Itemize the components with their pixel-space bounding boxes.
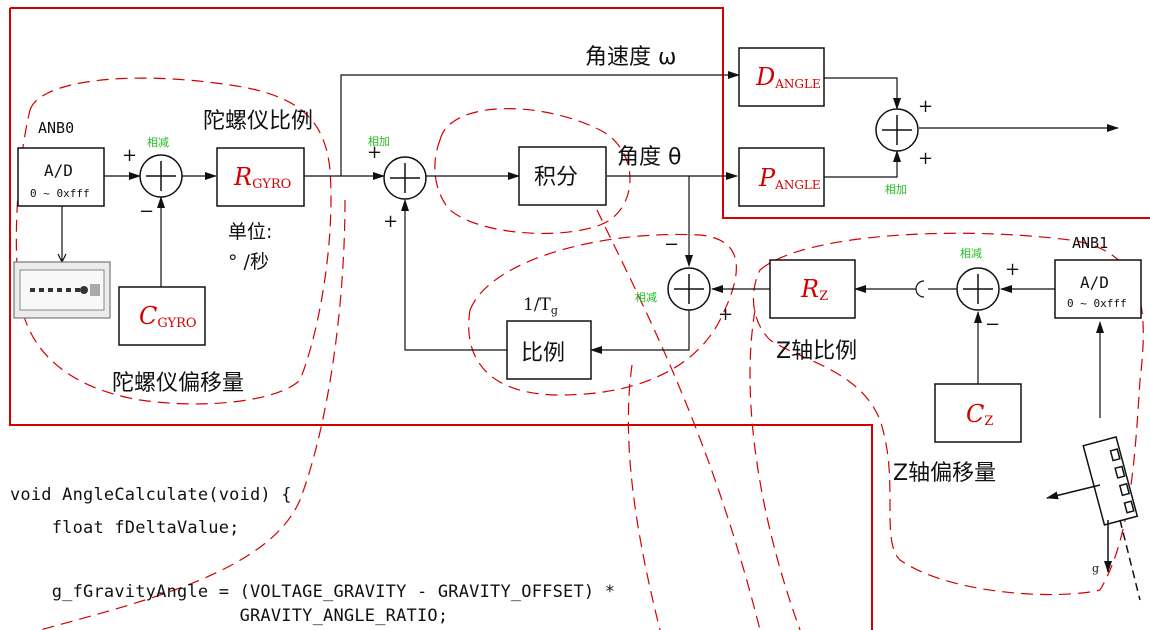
sign-z-minus: − <box>985 314 1000 335</box>
block-p-angle <box>738 147 825 207</box>
code-line-4: GRAVITY_ANGLE_RATIO; <box>10 606 449 626</box>
label-unit: 单位: <box>228 221 272 243</box>
block-r-z <box>769 259 856 319</box>
label-unit-value: ° /秒 <box>228 251 269 273</box>
sign-feedback-minus: − <box>664 234 679 255</box>
accelerometer-sensor-icon <box>1046 436 1141 601</box>
block-integrator <box>518 146 607 206</box>
sum-junction-gyro <box>139 154 183 198</box>
code-line-1: void AngleCalculate(void) { <box>10 485 292 505</box>
p-angle-label: PANGLE <box>758 164 821 192</box>
sign-angle-plus-bottom: + <box>383 211 398 232</box>
sum-junction-feedback <box>667 267 711 311</box>
op-label-feedback-subtract: 相减 <box>635 291 657 304</box>
c-z-label: CZ <box>966 400 993 429</box>
label-angle: 角度 θ <box>617 145 681 170</box>
code-line-3: g_fGravityAngle = (VOLTAGE_GRAVITY - GRA… <box>10 582 616 602</box>
adc0-range: 0 ~ 0xfff <box>30 187 90 200</box>
adc0-name: ANB0 <box>38 119 74 137</box>
label-angular-velocity: 角速度 ω <box>585 45 676 70</box>
wires <box>57 71 1119 418</box>
block-c-z <box>934 383 1022 443</box>
op-label-angle-add: 相加 <box>368 135 390 148</box>
block-adc0 <box>17 147 105 207</box>
label-gyro-offset: 陀螺仪偏移量 <box>112 371 244 396</box>
integrator-text: 积分 <box>534 165 578 190</box>
adc1-title: A/D <box>1080 273 1109 292</box>
block-c-gyro <box>118 286 206 346</box>
gyro-sensor-icon <box>13 261 111 319</box>
adc1-range: 0 ~ 0xfff <box>1067 297 1127 310</box>
block-ratio <box>506 320 592 380</box>
c-gyro-label: CGYRO <box>139 302 197 331</box>
op-label-gyro-subtract: 相减 <box>147 136 169 149</box>
block-adc1 <box>1054 259 1142 319</box>
adc0-title: A/D <box>44 161 73 180</box>
sign-gyro-plus: + <box>122 145 137 166</box>
code-line-2: float fDeltaValue; <box>10 518 240 538</box>
sum-junction-z <box>956 267 1000 311</box>
sign-z-plus: + <box>1005 259 1020 280</box>
sign-output-plus-top: + <box>918 96 933 117</box>
d-angle-label: DANGLE <box>755 63 821 91</box>
sign-feedback-plus: + <box>718 304 733 325</box>
sum-junction-angle <box>383 156 427 200</box>
block-r-gyro <box>216 147 305 207</box>
label-gyro-scale: 陀螺仪比例 <box>203 109 313 134</box>
label-feedback-gain: 1/Tg <box>523 295 558 317</box>
r-gyro-label: RGYRO <box>233 163 291 192</box>
op-label-z-subtract: 相减 <box>960 247 982 260</box>
sign-output-plus-bottom: + <box>918 148 933 169</box>
r-z-label: RZ <box>800 275 828 304</box>
block-d-angle <box>738 47 825 107</box>
ratio-text: 比例 <box>521 341 565 366</box>
label-z-scale: Z轴比例 <box>776 339 857 364</box>
sign-gyro-minus: − <box>139 201 154 222</box>
label-z-offset: Z轴偏移量 <box>893 461 996 486</box>
label-g: g <box>1092 562 1099 575</box>
sum-junction-output <box>875 108 919 152</box>
op-label-output-add: 相加 <box>885 183 907 196</box>
adc1-name: ANB1 <box>1072 234 1108 252</box>
sign-angle-plus-left: + <box>367 142 382 163</box>
